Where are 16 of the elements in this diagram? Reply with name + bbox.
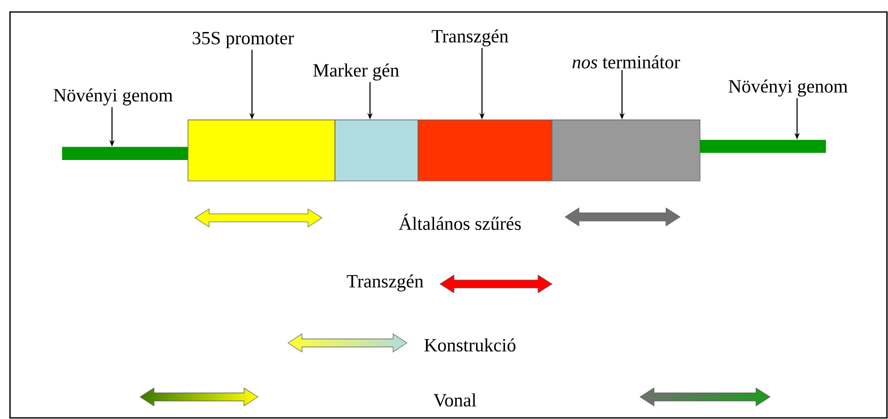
gene-segment: [418, 120, 552, 182]
part-label: 35S promoter: [192, 32, 294, 48]
arrow-label: Vonal: [434, 393, 476, 407]
part-label: nos terminátor: [572, 55, 680, 68]
part-label: Marker gén: [313, 64, 399, 81]
part-label: Növényi genom: [728, 80, 848, 97]
gene-segment: [188, 120, 336, 182]
genome-bar: [700, 140, 826, 153]
genome-bar: [62, 146, 188, 160]
arrow-label: Transzgén: [346, 274, 424, 292]
gene-segment: [334, 120, 418, 182]
part-label: Transzgén: [432, 29, 508, 46]
part-label: Növényi genom: [54, 88, 173, 106]
arrow-label: Konstrukció: [424, 338, 516, 352]
gene-segment: [552, 120, 700, 182]
arrow-label: Általános szűrés: [398, 214, 521, 230]
